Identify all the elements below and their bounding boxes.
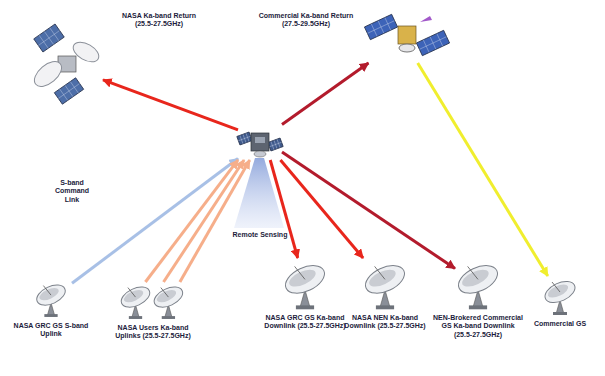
remote-sensing-beam	[234, 158, 284, 228]
dish-antenna-icon	[540, 276, 580, 316]
station-label: Commercial Ka-band Return (27.5-29.5GHz)	[258, 12, 354, 29]
link-arrow	[180, 160, 250, 282]
satellite-icon	[28, 22, 103, 110]
dish-antenna-icon	[282, 258, 328, 310]
station-label: Remote Sensing	[225, 231, 295, 239]
ground-station-node: NEN-Brokered Commercial GS Ka-band Downl…	[455, 258, 501, 310]
link-arrow	[282, 152, 455, 268]
dish-antenna-icon	[30, 280, 72, 318]
link-arrow	[72, 159, 238, 284]
satellite-node: NASA Ka-band Return (25.5-27.5GHz)	[28, 22, 103, 110]
ground-station-node: NASA NEN Ka-band Downlink (25.5-27.5GHz)	[362, 258, 408, 310]
station-label: NASA NEN Ka-band Downlink (25.5-27.5GHz)	[344, 314, 426, 331]
link-arrow	[280, 160, 363, 258]
dish-antenna-icon	[118, 282, 188, 320]
link-arrow	[103, 80, 238, 130]
dish-antenna-icon	[362, 258, 408, 310]
ground-station-node: NASA GRC GS Ka-band Downlink (25.5-27.5G…	[282, 258, 328, 310]
satellite-icon	[362, 8, 452, 63]
ground-station-node: Commercial GS	[540, 276, 580, 316]
link-arrow	[164, 160, 245, 282]
station-label: NASA GRC GS S-band Uplink	[11, 322, 91, 339]
station-label: NEN-Brokered Commercial GS Ka-band Downl…	[433, 314, 523, 339]
link-arrow	[282, 63, 368, 125]
link-arrow	[418, 63, 548, 276]
station-label: NASA Ka-band Return (25.5-27.5GHz)	[113, 12, 205, 29]
station-label: Commercial GS	[529, 320, 591, 328]
station-label: NASA GRC GS Ka-band Downlink (25.5-27.5G…	[264, 314, 346, 331]
station-label: NASA Users Ka-band Uplinks (25.5-27.5GHz…	[112, 324, 194, 341]
satellite-icon	[238, 124, 282, 160]
ground-station-node: NASA Users Ka-band Uplinks (25.5-27.5GHz…	[118, 282, 188, 320]
ground-station-node: NASA GRC GS S-band Uplink	[30, 280, 72, 318]
dish-antenna-icon	[455, 258, 501, 310]
satellite-node: Remote Sensing	[238, 124, 282, 160]
satellite-node: Commercial Ka-band Return (27.5-29.5GHz)	[362, 8, 452, 63]
link-label: S-band Command Link	[48, 178, 96, 205]
